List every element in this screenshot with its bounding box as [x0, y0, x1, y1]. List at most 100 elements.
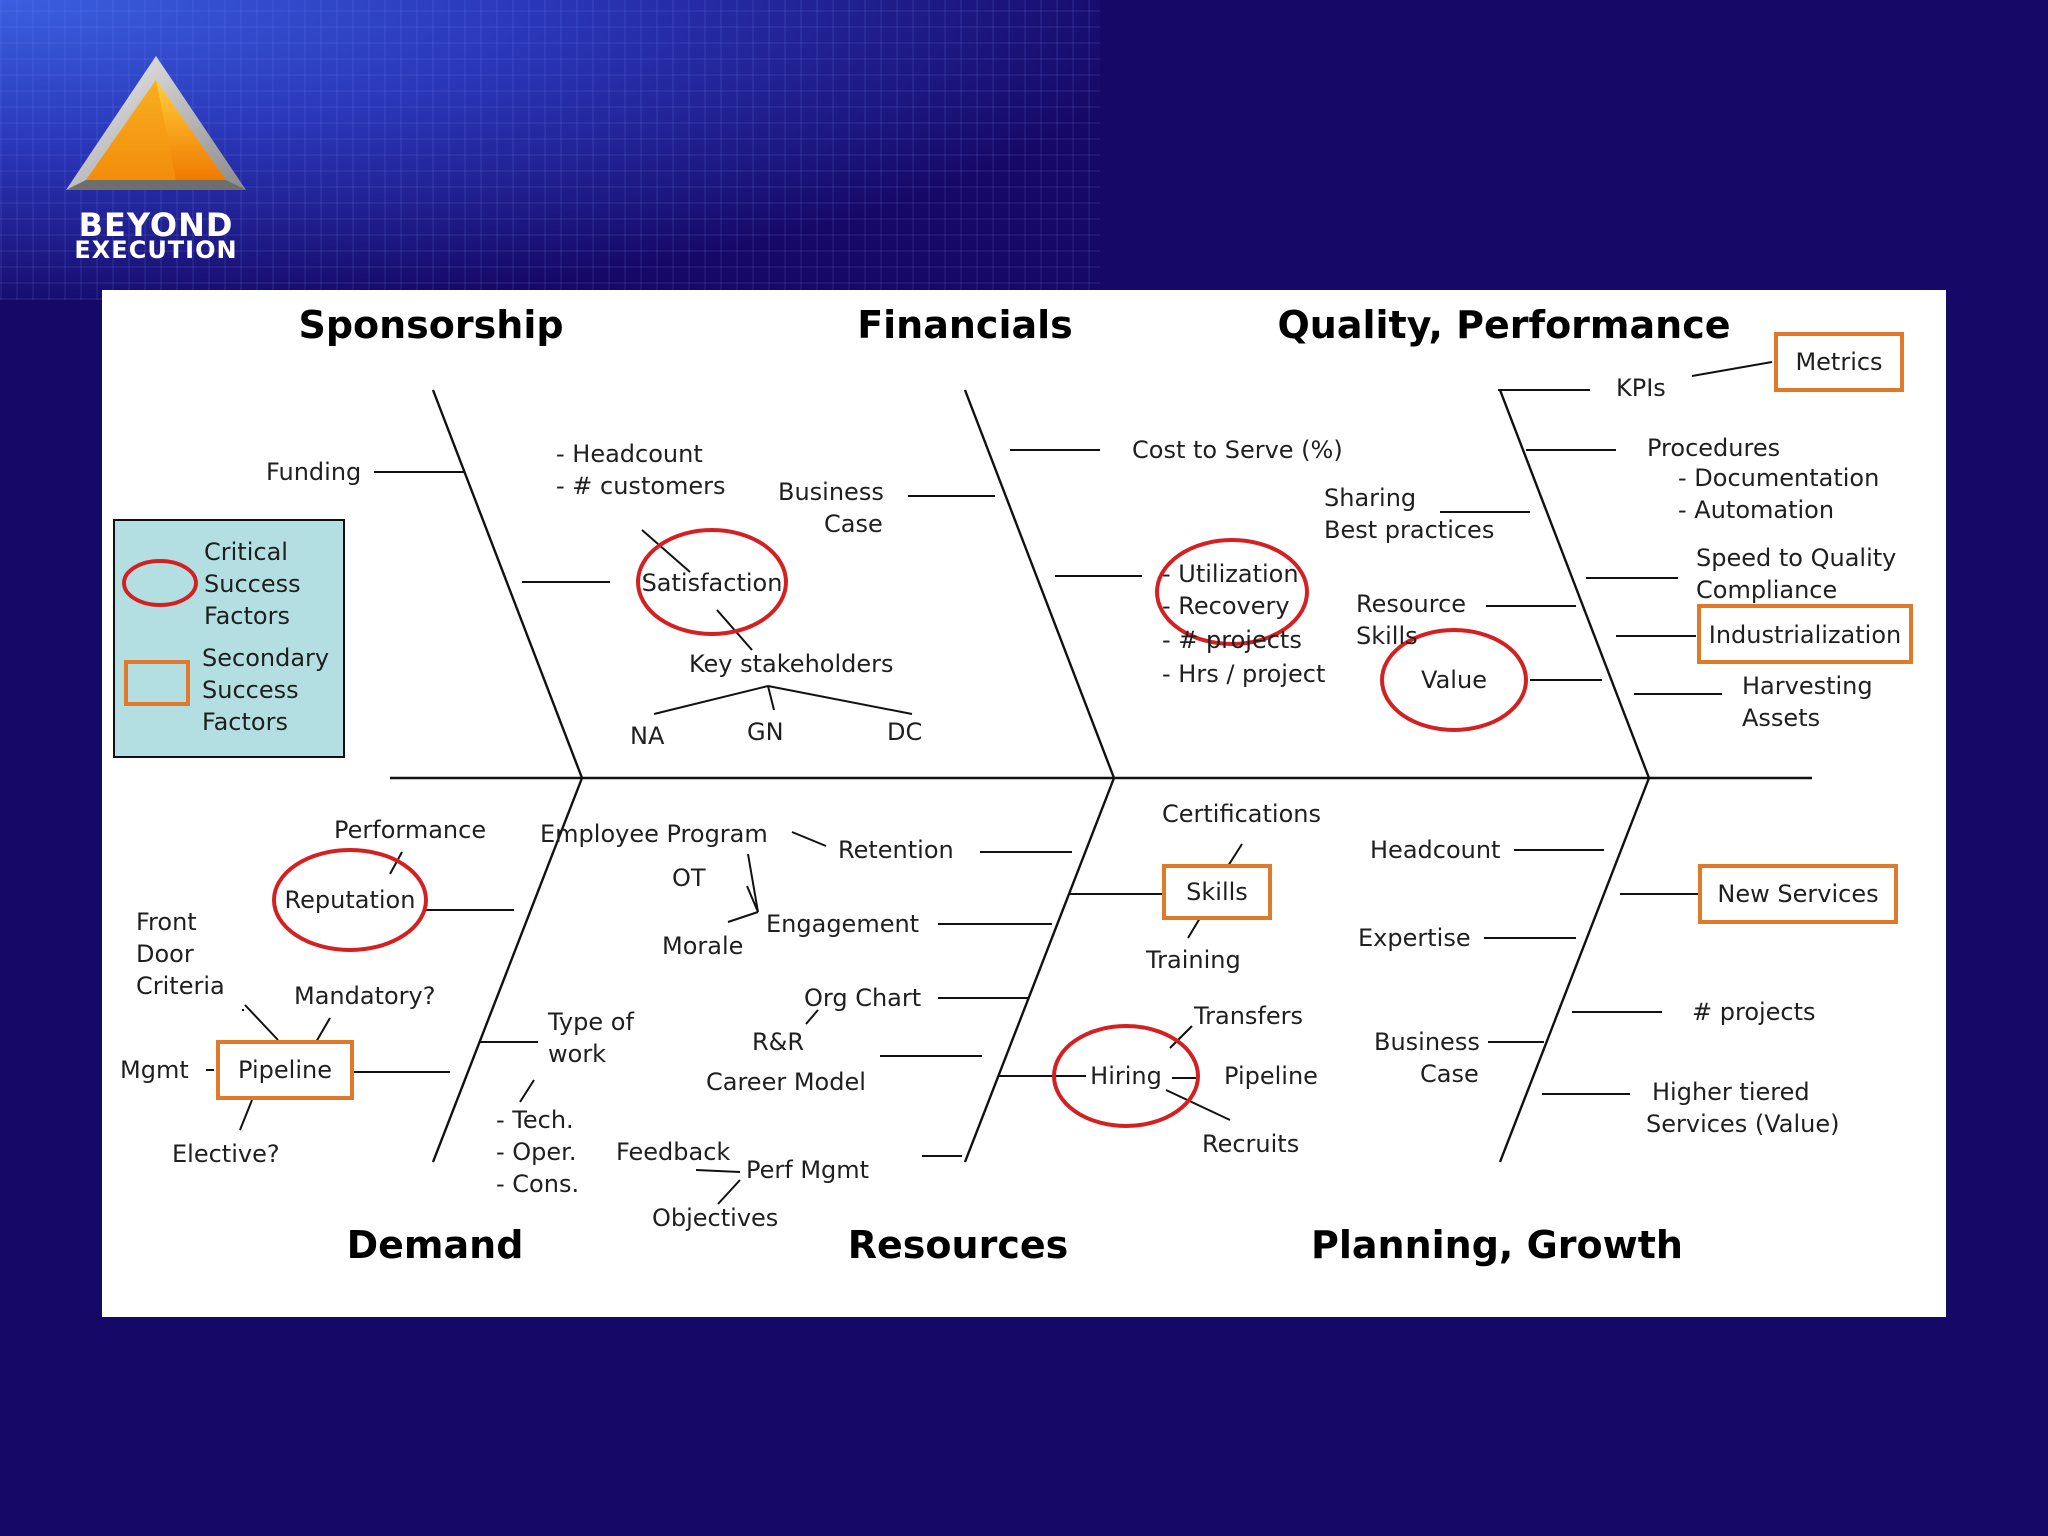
- label-career-model: Career Model: [706, 1068, 866, 1096]
- label-expertise: Expertise: [1358, 924, 1471, 952]
- label-services-value: Services (Value): [1646, 1110, 1839, 1138]
- heading-sponsorship: Sponsorship: [298, 303, 563, 347]
- label-key-stakeholders: Key stakeholders: [689, 650, 894, 678]
- label-org-chart: Org Chart: [804, 984, 921, 1012]
- label-type-of: Type of: [547, 1008, 634, 1036]
- financials-branches: Business Case Cost to Serve (%) - Utiliz…: [778, 436, 1343, 688]
- new-services-secondary-box: [1698, 864, 1898, 924]
- label-certifications: Certifications: [1162, 800, 1321, 828]
- hiring-critical-circle: [1052, 1024, 1200, 1128]
- fishbone-diagram: Sponsorship Financials Quality, Performa…: [113, 303, 1913, 1267]
- label-customers: - # customers: [556, 472, 726, 500]
- label-morale: Morale: [662, 932, 743, 960]
- bone-resources: [963, 777, 1116, 1163]
- label-plan-case: Case: [1420, 1060, 1479, 1088]
- label-pipeline: Pipeline: [238, 1056, 332, 1084]
- label-plan-projects: # projects: [1692, 998, 1816, 1026]
- quality-branches: Metrics KPIs Procedures - Documentation …: [1324, 332, 1913, 732]
- label-utilization: - Utilization: [1162, 560, 1299, 588]
- planning-branches: Headcount New Services Expertise # proje…: [1358, 836, 1898, 1138]
- bone-financials: [963, 389, 1116, 779]
- label-plan-business: Business: [1374, 1028, 1480, 1056]
- label-automation: - Automation: [1678, 496, 1834, 524]
- reputation-critical-circle: [272, 848, 428, 952]
- label-work: work: [548, 1040, 606, 1068]
- label-projects: - # projects: [1162, 626, 1302, 654]
- label-plan-headcount: Headcount: [1370, 836, 1500, 864]
- label-skills: Skills: [1186, 878, 1248, 906]
- label-engagement: Engagement: [766, 910, 919, 938]
- label-reputation: Reputation: [285, 886, 416, 914]
- heading-planning-growth: Planning, Growth: [1311, 1223, 1683, 1267]
- legend-critical-circle-icon: [122, 559, 198, 607]
- label-headcount: - Headcount: [556, 440, 703, 468]
- heading-resources: Resources: [848, 1223, 1068, 1267]
- utilization-critical-circle: [1155, 538, 1309, 646]
- beyond-execution-logo: BEYOND EXECUTION: [56, 50, 256, 265]
- label-performance: Performance: [334, 816, 486, 844]
- fishbone-diagram-panel: Sponsorship Financials Quality, Performa…: [102, 290, 1946, 1317]
- label-ot: OT: [672, 864, 706, 892]
- demand-branches: Performance Reputation Front Door Criter…: [120, 816, 634, 1198]
- bone-demand: [431, 777, 584, 1163]
- label-harvesting: Harvesting: [1742, 672, 1873, 700]
- label-resource: Resource: [1356, 590, 1466, 618]
- label-feedback: Feedback: [616, 1138, 730, 1166]
- label-higher-tiered: Higher tiered: [1652, 1078, 1810, 1106]
- label-documentation: - Documentation: [1678, 464, 1879, 492]
- heading-demand: Demand: [347, 1223, 524, 1267]
- label-front: Front: [136, 908, 197, 936]
- label-assets: Assets: [1742, 704, 1820, 732]
- label-recovery: - Recovery: [1162, 592, 1290, 620]
- label-sharing: Sharing: [1324, 484, 1416, 512]
- label-cons: - Cons.: [496, 1170, 579, 1198]
- label-metrics: Metrics: [1795, 348, 1882, 376]
- logo-triangle-icon: [66, 56, 246, 190]
- label-hiring: Hiring: [1090, 1062, 1162, 1090]
- label-door: Door: [136, 940, 194, 968]
- legend-critical-line2: Success: [204, 570, 301, 598]
- satisfaction-critical-circle: [636, 528, 788, 636]
- label-employee-program: Employee Program: [540, 820, 768, 848]
- legend-secondary-box-icon: [124, 660, 190, 706]
- industrialization-secondary-box: [1697, 604, 1913, 664]
- label-speed-to-quality: Speed to Quality: [1696, 544, 1896, 572]
- label-transfers: Transfers: [1193, 1002, 1303, 1030]
- legend: Critical Success Factors Secondary Succe…: [113, 519, 345, 758]
- legend-critical-line1: Critical: [204, 538, 288, 566]
- label-criteria: Criteria: [136, 972, 225, 1000]
- label-best-practices: Best practices: [1324, 516, 1494, 544]
- bone-quality: [1498, 389, 1651, 779]
- legend-secondary-line3: Factors: [202, 708, 288, 736]
- resources-branches: Employee Program Retention OT Engagement…: [540, 800, 1321, 1232]
- logo-text-beyond: BEYOND: [78, 206, 234, 244]
- bone-sponsorship: [431, 389, 584, 779]
- sponsorship-branches: Funding - Headcount - # customers Satisf…: [266, 440, 922, 750]
- label-procedures: Procedures: [1647, 434, 1780, 462]
- label-dc: DC: [887, 718, 922, 746]
- pipeline-secondary-box: [216, 1040, 354, 1100]
- label-new-services: New Services: [1717, 880, 1878, 908]
- legend-critical-line3: Factors: [204, 602, 290, 630]
- metrics-secondary-box: [1774, 332, 1904, 392]
- label-oper: - Oper.: [496, 1138, 576, 1166]
- label-gn: GN: [747, 718, 784, 746]
- label-funding: Funding: [266, 458, 361, 486]
- heading-quality-performance: Quality, Performance: [1277, 303, 1730, 347]
- label-na: NA: [630, 722, 665, 750]
- logo-text-execution: EXECUTION: [74, 236, 238, 264]
- label-value: Value: [1421, 666, 1487, 694]
- skills-secondary-box: [1162, 864, 1272, 920]
- label-objectives: Objectives: [652, 1204, 778, 1232]
- label-elective: Elective?: [172, 1140, 280, 1168]
- bone-planning: [1498, 777, 1651, 1163]
- label-mandatory: Mandatory?: [294, 982, 435, 1010]
- label-fin-case: Case: [824, 510, 883, 538]
- label-fin-business: Business: [778, 478, 884, 506]
- label-mgmt: Mgmt: [120, 1056, 189, 1084]
- label-perf-mgmt: Perf Mgmt: [746, 1156, 869, 1184]
- label-compliance: Compliance: [1696, 576, 1837, 604]
- label-kpis: KPIs: [1616, 374, 1666, 402]
- label-skills: Skills: [1356, 622, 1418, 650]
- label-hrs-project: - Hrs / project: [1162, 660, 1325, 688]
